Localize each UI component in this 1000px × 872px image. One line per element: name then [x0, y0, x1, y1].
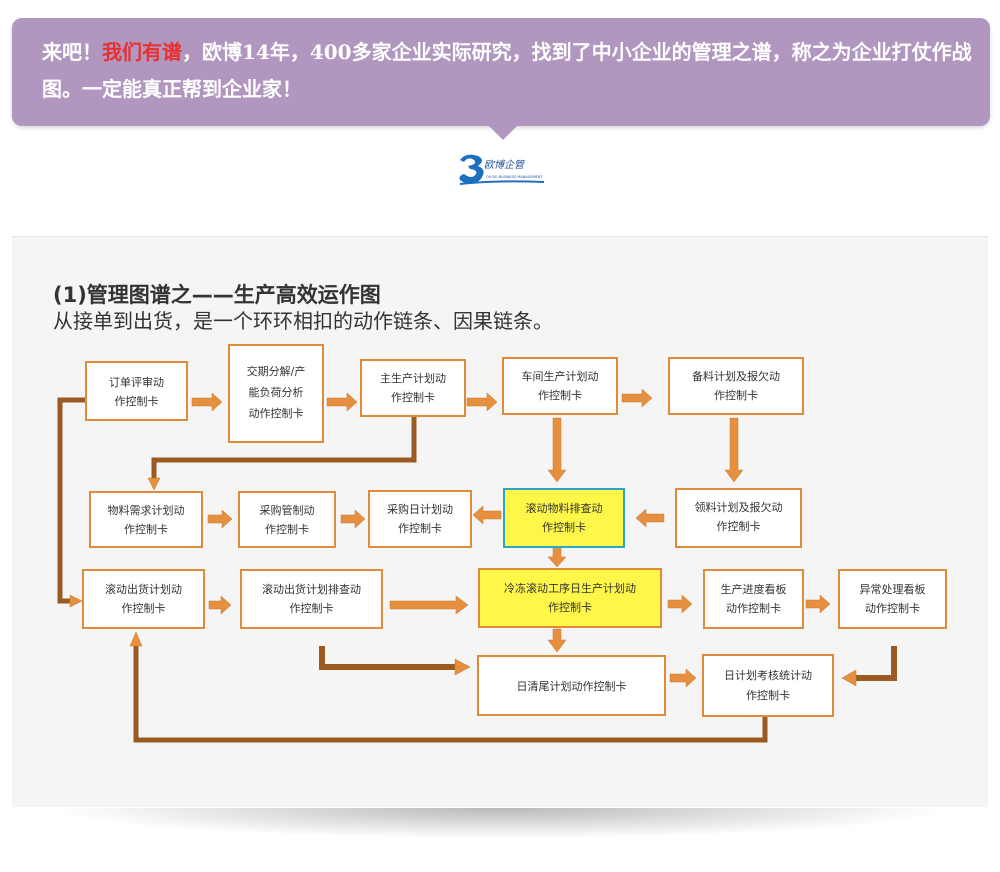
- box-label: 滚动物料排查动: [526, 501, 603, 515]
- box-rolling-shipment-check: 滚动出货计划排查动 作控制卡: [240, 569, 383, 629]
- company-logo: 欧博企管 OU BO BUSINESS MANAGEMENT: [456, 150, 546, 190]
- arrow-b13-b16: [547, 628, 567, 653]
- arrow-b9-b13: [547, 546, 567, 568]
- box-label: 订单评审动: [109, 375, 164, 389]
- box-label: 主生产计划动: [380, 371, 446, 385]
- arrow-b2-b3: [326, 392, 358, 412]
- box-material-prep: 备料计划及报欠动 作控制卡: [668, 357, 804, 415]
- arrow-into-b16: [454, 658, 471, 676]
- arrow-b10-b9: [635, 508, 665, 528]
- banner-highlight: 我们有谱: [102, 40, 182, 64]
- box-daily-clearance: 日清尾计划动作控制卡: [477, 655, 666, 716]
- box-label: 作控制卡: [717, 519, 761, 533]
- elbow-b15-b17: [855, 646, 897, 681]
- box-rolling-material-check: 滚动物料排查动 作控制卡: [503, 488, 625, 548]
- logo-subtext: OU BO BUSINESS MANAGEMENT: [486, 175, 543, 179]
- intro-banner: 来吧！我们有谱，欧博14年，400多家企业实际研究，找到了中小企业的管理之谱，称…: [12, 18, 990, 140]
- box-frozen-rolling-daily-plan: 冷冻滚动工序日生产计划动 作控制卡: [478, 568, 662, 628]
- box-label: 能负荷分析: [249, 385, 304, 399]
- arrow-b9-b8: [472, 505, 502, 525]
- box-label: 作控制卡: [714, 388, 758, 402]
- box-label: 作控制卡: [115, 394, 159, 408]
- box-daily-plan-assessment: 日计划考核统计动 作控制卡: [702, 654, 834, 717]
- banner-prefix: 来吧！: [42, 40, 102, 64]
- box-label: 作控制卡: [538, 388, 582, 402]
- box-label: 领料计划及报欠动: [695, 500, 783, 514]
- box-order-review: 订单评审动 作控制卡: [85, 361, 188, 421]
- section-subheading: 从接单到出货，是一个环环相扣的动作链条、因果链条。: [53, 309, 553, 333]
- box-label: 作控制卡: [124, 522, 168, 536]
- box-label: 异常处理看板: [860, 582, 926, 596]
- arrow-into-b6: [147, 477, 161, 491]
- arrow-b16-b17: [669, 668, 697, 688]
- box-label: 车间生产计划动: [522, 369, 599, 383]
- box-label: 日清尾计划动作控制卡: [517, 679, 627, 693]
- arrow-into-b11: [69, 594, 83, 608]
- arrow-b5-b10: [724, 417, 744, 483]
- logo-mark-icon: 欧博企管 OU BO BUSINESS MANAGEMENT: [459, 154, 545, 185]
- arrow-b6-b7: [207, 509, 233, 529]
- box-label: 滚动出货计划排查动: [262, 582, 361, 596]
- box-progress-board: 生产进度看板 动作控制卡: [703, 569, 804, 629]
- arrow-b1-b2: [191, 392, 223, 412]
- box-label: 动作控制卡: [249, 406, 304, 420]
- elbow-b12-b16: [319, 646, 455, 670]
- panel-shadow: [60, 808, 940, 838]
- box-label: 滚动出货计划动: [105, 582, 182, 596]
- arrow-b3-b4: [466, 392, 498, 412]
- connector-b1-b11: [57, 397, 86, 604]
- connector-b17-b11: [133, 645, 768, 743]
- box-master-schedule: 主生产计划动 作控制卡: [360, 359, 466, 417]
- arrow-b14-b15: [805, 594, 831, 614]
- box-label: 作控制卡: [290, 601, 334, 615]
- arrow-b11-b12: [208, 595, 232, 615]
- logo-text: 欧博企管: [484, 159, 526, 171]
- arrow-b7-b8: [340, 509, 366, 529]
- arrow-into-b17-right: [841, 669, 857, 687]
- box-label: 冷冻滚动工序日生产计划动: [504, 581, 636, 595]
- section-heading: (1)管理图谱之——生产高效运作图: [53, 283, 381, 307]
- box-label: 作控制卡: [542, 520, 586, 534]
- box-label: 作控制卡: [746, 688, 790, 702]
- box-label: 作控制卡: [122, 601, 166, 615]
- arrow-b4-b9: [547, 417, 567, 483]
- box-label: 作控制卡: [398, 521, 442, 535]
- box-material-requirement: 物料需求计划动 作控制卡: [89, 491, 203, 548]
- box-label: 作控制卡: [548, 600, 592, 614]
- box-exception-board: 异常处理看板 动作控制卡: [838, 569, 947, 629]
- box-purchase-control: 采购管制动 作控制卡: [238, 491, 336, 548]
- box-label: 作控制卡: [265, 522, 309, 536]
- box-label: 采购日计划动: [387, 502, 453, 516]
- box-material-picking: 领料计划及报欠动 作控制卡: [675, 488, 802, 548]
- banner-text: 来吧！我们有谱，欧博14年，400多家企业实际研究，找到了中小企业的管理之谱，称…: [42, 34, 977, 108]
- box-rolling-shipment: 滚动出货计划动 作控制卡: [82, 569, 205, 629]
- box-label: 动作控制卡: [865, 601, 920, 615]
- box-label: 采购管制动: [260, 503, 315, 517]
- box-workshop-plan: 车间生产计划动 作控制卡: [502, 357, 618, 415]
- arrow-b12-b13: [389, 595, 469, 615]
- box-label: 物料需求计划动: [108, 503, 185, 517]
- arrow-b13-b14: [667, 594, 693, 614]
- banner-rest: ，欧博14年，400多家企业实际研究，找到了中小企业的管理之谱，称之为企业打仗作…: [42, 40, 972, 101]
- box-label: 日计划考核统计动: [724, 668, 812, 682]
- arrow-b4-b5: [621, 388, 653, 408]
- box-delivery-capacity: 交期分解/产 能负荷分析 动作控制卡: [228, 344, 324, 443]
- arrow-into-b11-bottom: [129, 631, 143, 647]
- box-label: 交期分解/产: [247, 364, 306, 378]
- connector-b3-b6: [151, 416, 417, 480]
- box-label: 动作控制卡: [726, 601, 781, 615]
- box-label: 作控制卡: [391, 390, 435, 404]
- box-label: 生产进度看板: [721, 582, 787, 596]
- box-label: 备料计划及报欠动: [692, 369, 780, 383]
- box-purchase-daily: 采购日计划动 作控制卡: [368, 490, 472, 548]
